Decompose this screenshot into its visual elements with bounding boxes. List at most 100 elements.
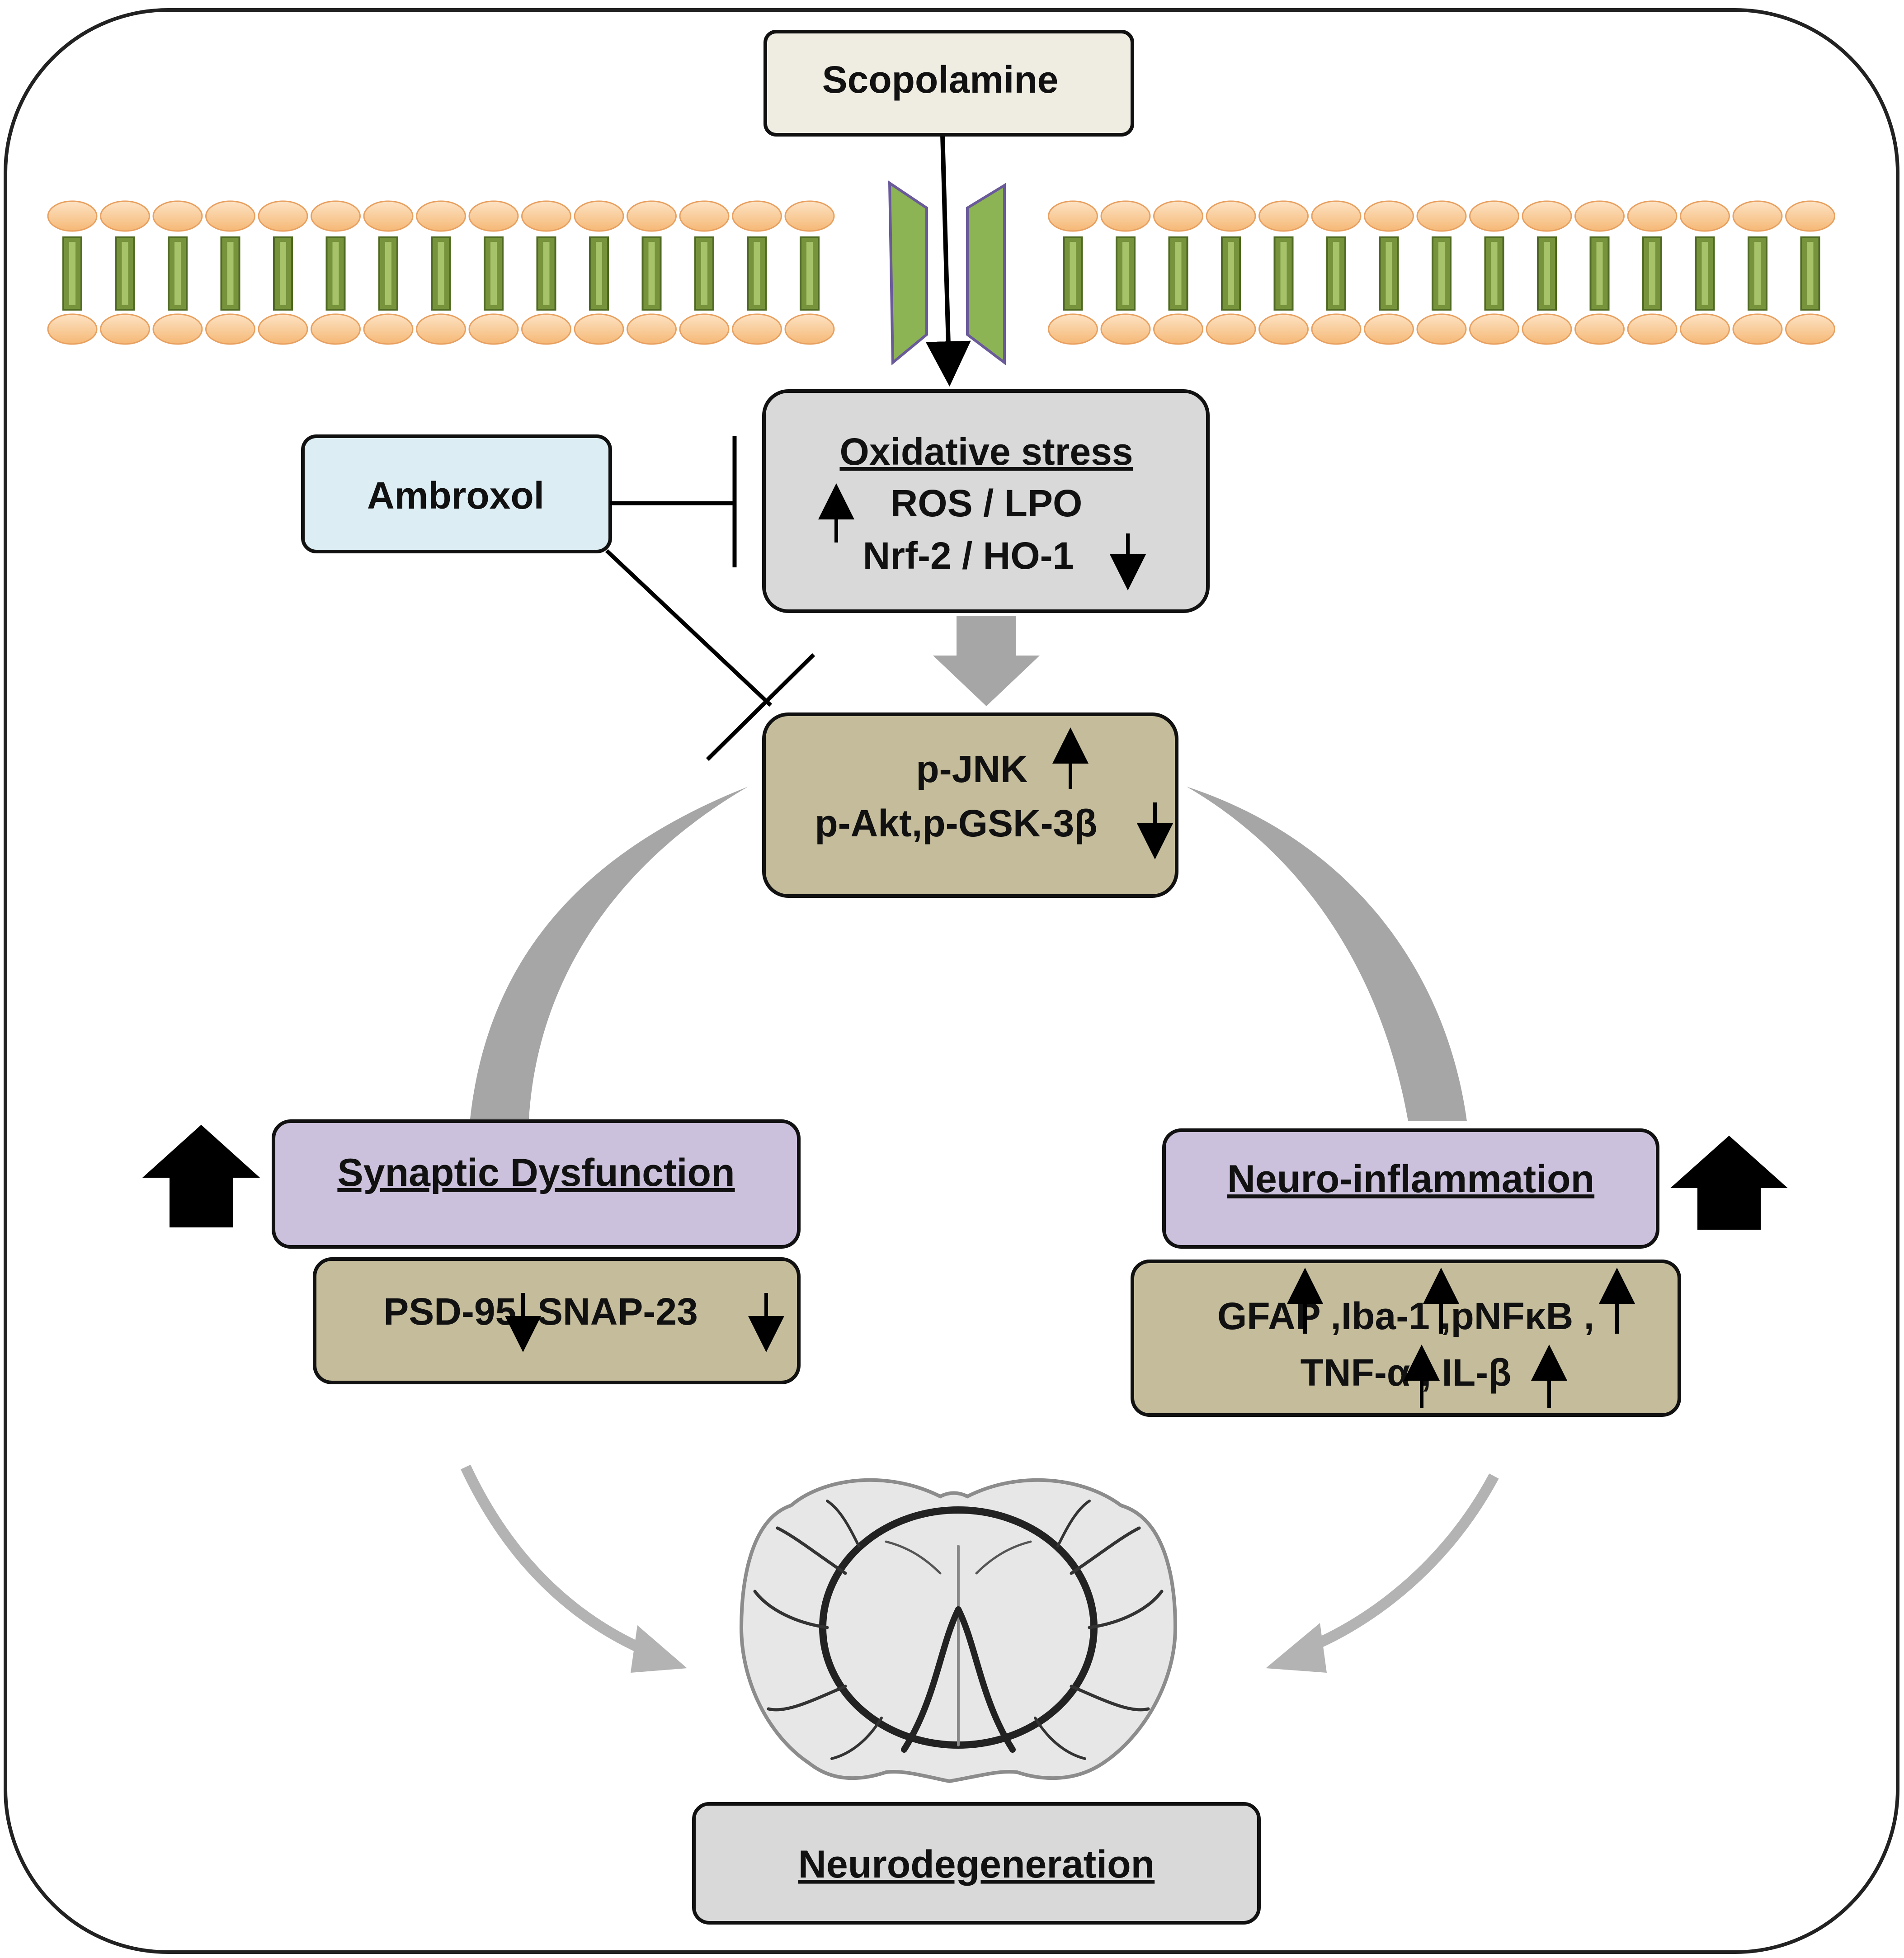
lipid-tail-highlight bbox=[1754, 242, 1761, 305]
lipid-head bbox=[1206, 200, 1256, 232]
lipid-head bbox=[363, 313, 414, 345]
lipid-head bbox=[205, 313, 255, 345]
lipid-head bbox=[521, 313, 571, 345]
lipid-head bbox=[1153, 200, 1203, 232]
synaptic-heading-box bbox=[272, 1119, 801, 1249]
lipid-tail-highlight bbox=[122, 242, 128, 305]
p-akt-gsk-label: p-Akt,p-GSK-3β bbox=[815, 802, 1097, 845]
lipid-tail-highlight bbox=[1280, 242, 1287, 305]
lipid-head bbox=[1732, 200, 1783, 232]
lipid-bilayer-icon bbox=[47, 200, 1835, 345]
lipid-head bbox=[521, 200, 571, 232]
lipid-head bbox=[1311, 313, 1362, 345]
scopolamine-label: Scopolamine bbox=[822, 58, 1059, 101]
lipid-tail-highlight bbox=[806, 242, 813, 305]
flow-arrow-down-icon bbox=[933, 616, 1040, 706]
lipid-head bbox=[627, 200, 677, 232]
lipid-head bbox=[1627, 313, 1678, 345]
lipid-head bbox=[47, 200, 98, 232]
lipid-head bbox=[1416, 313, 1467, 345]
lipid-tail-highlight bbox=[596, 242, 602, 305]
inhibition-oxidative bbox=[610, 436, 737, 567]
synaptic-markers-box bbox=[313, 1257, 801, 1384]
lipid-head bbox=[47, 313, 98, 345]
lipid-head bbox=[311, 313, 361, 345]
inflammation-markers-line2: TNF-α , IL-β bbox=[1301, 1351, 1512, 1394]
lipid-head bbox=[1364, 313, 1414, 345]
lipid-tail-highlight bbox=[543, 242, 550, 305]
flow-arrow-to-brain-left bbox=[461, 1464, 687, 1673]
lipid-head bbox=[1100, 313, 1151, 345]
lipid-head bbox=[468, 200, 519, 232]
lipid-tail-highlight bbox=[490, 242, 497, 305]
lipid-tail-highlight bbox=[1333, 242, 1339, 305]
lipid-head bbox=[1469, 313, 1519, 345]
lipid-tail-highlight bbox=[1386, 242, 1392, 305]
lipid-head bbox=[1785, 200, 1835, 232]
inflammation-markers-line1: GFAP ,Iba-1 ,pNFκB , bbox=[1217, 1295, 1594, 1337]
lipid-head bbox=[627, 313, 677, 345]
flow-arrow-to-brain-right bbox=[1266, 1473, 1499, 1673]
neurodegeneration-label: Neurodegeneration bbox=[798, 1843, 1155, 1886]
lipid-head bbox=[1522, 313, 1572, 345]
lipid-tail-highlight bbox=[438, 242, 444, 305]
inhibition-kinase bbox=[605, 549, 815, 761]
ambroxol-label: Ambroxol bbox=[367, 474, 544, 517]
lipid-head bbox=[1627, 200, 1678, 232]
lipid-head bbox=[311, 200, 361, 232]
ros-lpo-label: ROS / LPO bbox=[891, 482, 1083, 524]
lipid-tail-highlight bbox=[69, 242, 75, 305]
lipid-tail-highlight bbox=[1701, 242, 1708, 305]
lipid-head bbox=[1048, 200, 1098, 232]
lipid-head bbox=[1469, 200, 1519, 232]
lipid-tail-highlight bbox=[1807, 242, 1814, 305]
lipid-head bbox=[1258, 200, 1309, 232]
lipid-tail-highlight bbox=[1596, 242, 1603, 305]
lipid-head bbox=[258, 200, 308, 232]
lipid-tail-highlight bbox=[1070, 242, 1076, 305]
ambroxol-box bbox=[301, 434, 612, 553]
lipid-head bbox=[1258, 313, 1309, 345]
oxidative-stress-box bbox=[762, 389, 1210, 613]
lipid-head bbox=[732, 200, 782, 232]
lipid-head bbox=[1680, 313, 1730, 345]
big-up-arrow-icon bbox=[1670, 1136, 1788, 1230]
nrf2-ho1-label: Nrf-2 / HO-1 bbox=[863, 534, 1074, 577]
lipid-head bbox=[416, 313, 466, 345]
p-jnk-label: p-JNK bbox=[916, 748, 1027, 790]
lipid-tail-highlight bbox=[1649, 242, 1655, 305]
synaptic-markers: PSD-95 ,SNAP-23 bbox=[383, 1290, 698, 1333]
synaptic-heading: Synaptic Dysfunction bbox=[337, 1151, 735, 1194]
lipid-tail-highlight bbox=[754, 242, 760, 305]
lipid-tail-highlight bbox=[701, 242, 707, 305]
inflammation-heading-box bbox=[1162, 1128, 1659, 1249]
lipid-head bbox=[1416, 200, 1467, 232]
lipid-head bbox=[1364, 200, 1414, 232]
lipid-head bbox=[1574, 313, 1625, 345]
lipid-head bbox=[784, 200, 835, 232]
lipid-head bbox=[574, 313, 624, 345]
lipid-head bbox=[258, 313, 308, 345]
lipid-tail-highlight bbox=[174, 242, 181, 305]
lipid-head bbox=[1048, 313, 1098, 345]
flow-curve-left bbox=[470, 787, 748, 1119]
lipid-head bbox=[679, 200, 730, 232]
lipid-head bbox=[679, 313, 730, 345]
big-up-arrow-icon bbox=[142, 1125, 260, 1227]
lipid-head bbox=[205, 200, 255, 232]
lipid-head bbox=[468, 313, 519, 345]
scopolamine-arrow bbox=[925, 134, 971, 387]
brain-vasculature-icon bbox=[739, 1478, 1178, 1783]
lipid-head bbox=[152, 200, 203, 232]
lipid-head bbox=[1732, 313, 1783, 345]
inflammation-heading: Neuro-inflammation bbox=[1227, 1157, 1594, 1201]
lipid-head bbox=[1785, 313, 1835, 345]
lipid-tail-highlight bbox=[385, 242, 391, 305]
lipid-head bbox=[1574, 200, 1625, 232]
lipid-tail-highlight bbox=[1491, 242, 1498, 305]
scopolamine-box bbox=[763, 30, 1134, 137]
lipid-head bbox=[100, 313, 150, 345]
lipid-tail-highlight bbox=[1228, 242, 1234, 305]
lipid-head bbox=[732, 313, 782, 345]
